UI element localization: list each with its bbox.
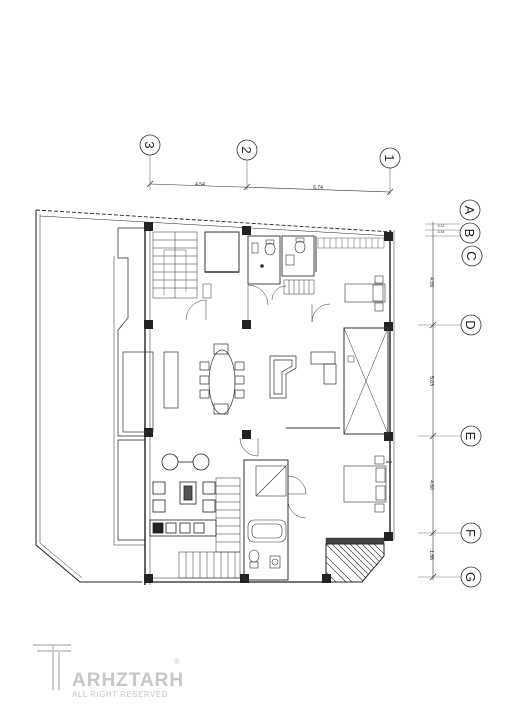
side-dimension-line: 0.12 0.15 4.09 5.03 4.60 1.86 [418, 222, 461, 581]
grid-label-c: C [464, 251, 479, 260]
grid-label-b: B [462, 229, 477, 238]
grid-axis-b: B [459, 222, 481, 244]
dimension-6-74: 6.74 [313, 185, 323, 191]
grid-label-2: 2 [239, 146, 254, 153]
dimension-4-09: 4.09 [428, 277, 434, 287]
door-swing-living [239, 437, 259, 457]
lounge-furniture [149, 453, 217, 537]
grid-label-e: E [463, 432, 478, 441]
grid-axis-d: D [460, 314, 482, 336]
balcony-hatched [325, 537, 385, 583]
grid-axis-2: 2 [236, 139, 258, 190]
door-swing-wc [247, 284, 287, 320]
grid-axis-e: E [460, 425, 482, 447]
dimension-1-86: 1.86 [428, 550, 434, 560]
grid-axis-c: C [461, 245, 483, 267]
dimension-0-15: 0.15 [438, 230, 445, 234]
top-dimension-line: 4.54 6.74 [146, 180, 394, 196]
bedroom-upper [315, 236, 385, 272]
stair-upper [152, 231, 198, 299]
registered-mark: ® [174, 657, 180, 666]
grid-label-g: G [463, 572, 478, 582]
bed-upper [344, 275, 386, 312]
bed-lower [343, 455, 392, 513]
grid-axis-f: F [460, 522, 482, 544]
brand-name: ARHZTARH [72, 670, 185, 691]
dining-table [199, 343, 245, 415]
grid-label-1: 1 [382, 154, 397, 161]
elevator-shaft [202, 231, 240, 299]
grid-label-f: F [463, 529, 478, 537]
grid-axis-g: G [460, 566, 482, 588]
grid-axis-1: 1 [379, 147, 401, 195]
wc-upper-right [281, 235, 315, 277]
door-swing-bedroom-upper [311, 303, 331, 323]
door-swing-bath [287, 475, 307, 519]
logo-mark [33, 644, 71, 690]
grid-label-3: 3 [142, 141, 157, 148]
building-outline [35, 209, 395, 585]
grid-axis-3: 3 [139, 134, 161, 190]
door-swing-upper-left [185, 299, 207, 321]
brand-tagline: ALL RIGHT RESERVED [72, 690, 168, 699]
grid-label-d: D [463, 320, 478, 329]
light-well [343, 327, 389, 435]
grid-axis-a: A [459, 199, 481, 221]
dimension-5-03: 5.03 [428, 376, 434, 386]
dimension-4-60: 4.60 [428, 480, 434, 490]
stair-lower [178, 477, 241, 579]
grid-label-a: A [462, 206, 477, 215]
steps-bedroom-upper [283, 279, 315, 295]
dimension-0-12: 0.12 [438, 224, 445, 228]
kitchen-counter [269, 351, 340, 429]
structural-columns [144, 222, 393, 583]
dimension-4-54: 4.54 [195, 182, 205, 188]
wc-upper [247, 235, 281, 285]
tv-unit [122, 351, 179, 433]
bathroom-lower [243, 459, 289, 581]
